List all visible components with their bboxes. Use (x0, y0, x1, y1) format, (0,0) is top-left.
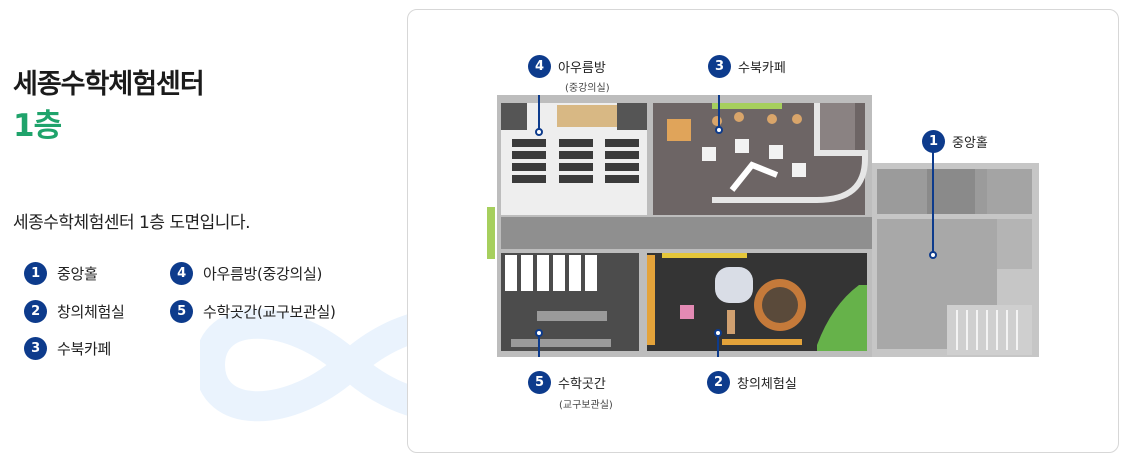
number-badge: 3 (708, 55, 731, 78)
callout-label: 창의체험실 (737, 377, 797, 392)
number-badge: 4 (170, 262, 193, 285)
legend-item-cafe: 3 수북카페 (24, 337, 111, 360)
callout-label: 중앙홀 (952, 136, 988, 151)
legend-item-storage-room: 5 수학곳간(교구보관실) (170, 300, 336, 323)
callout-central-hall: 1 중앙홀 (922, 130, 988, 153)
legend-item-creative-room: 2 창의체험실 (24, 300, 125, 323)
legend-label: 창의체험실 (57, 303, 125, 321)
callout-sub-label: (중강의실) (565, 83, 610, 94)
callout-lecture-room: 4 아우름방 (528, 55, 606, 78)
callout-label: 아우름방 (558, 61, 606, 76)
legend-label: 수학곳간(교구보관실) (203, 303, 336, 321)
number-badge: 2 (24, 300, 47, 323)
number-badge: 3 (24, 337, 47, 360)
number-badge: 4 (528, 55, 551, 78)
floor-title: 1층 (13, 108, 62, 144)
number-badge: 1 (922, 130, 945, 153)
callout-storage-room: 5 수학곳간 (528, 371, 606, 394)
callout-label: 수학곳간 (558, 377, 606, 392)
legend-label: 수북카페 (57, 340, 112, 358)
number-badge: 1 (24, 262, 47, 285)
legend-label: 중앙홀 (57, 265, 98, 283)
legend-item-central-hall: 1 중앙홀 (24, 262, 98, 285)
legend-item-lecture-room: 4 아우름방(중강의실) (170, 262, 322, 285)
floor-plan (487, 95, 1039, 357)
callout-creative-room: 2 창의체험실 (707, 371, 797, 394)
callout-label: 수북카페 (738, 61, 786, 76)
callout-cafe: 3 수북카페 (708, 55, 786, 78)
number-badge: 5 (528, 371, 551, 394)
legend-label: 아우름방(중강의실) (203, 265, 323, 283)
callout-sub-label: (교구보관실) (559, 400, 613, 411)
page-title: 세종수학체험센터 (13, 69, 205, 100)
number-badge: 2 (707, 371, 730, 394)
number-badge: 5 (170, 300, 193, 323)
page-description: 세종수학체험센터 1층 도면입니다. (13, 213, 251, 233)
